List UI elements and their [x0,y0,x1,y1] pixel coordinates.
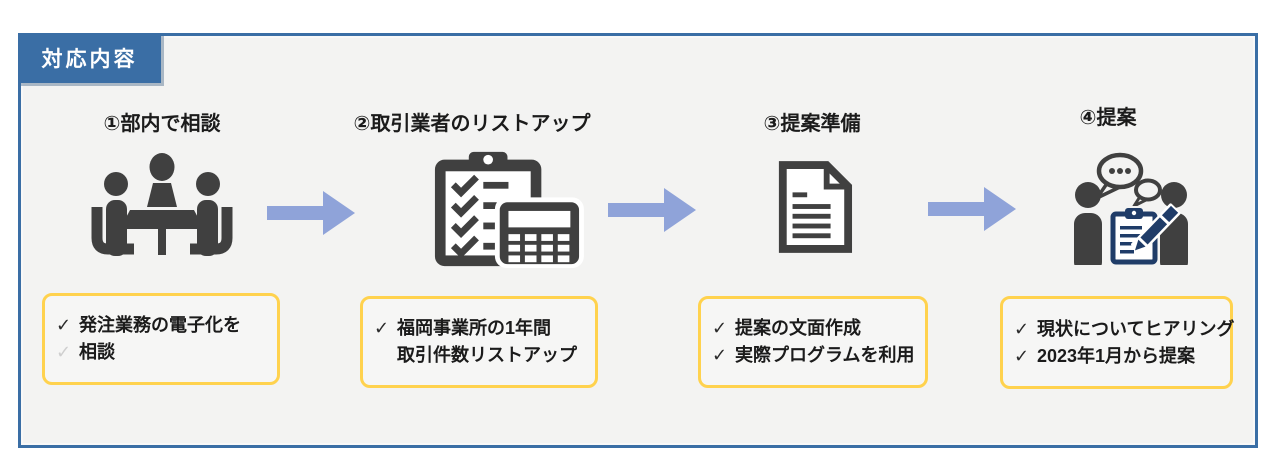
note-item-text: 現状についてヒアリング [1037,318,1235,339]
check-icon: ✓ [712,318,728,338]
check-icon: ✓ [1014,318,1030,339]
step2-note-box: ✓ 福岡事業所の1年間 取引件数リストアップ [360,296,598,388]
note-item: ✓ 発注業務の電子化を [56,312,269,339]
check-icon: ✓ [374,318,390,338]
step1-note-box: ✓ 発注業務の電子化を ✓ 相談 [42,293,280,385]
document-icon [778,161,853,253]
step3-note-box: ✓ 提案の文面作成 ✓ 実際プログラムを利用 [698,296,928,388]
section-header-label: 対応内容 [41,48,138,71]
note-item-text: 取引件数リストアップ [397,345,577,365]
arrow-right-icon [608,188,696,232]
step1-title: ①部内で相談 [103,113,221,135]
section-header: 対応内容 [18,33,161,83]
note-item: ✓ 福岡事業所の1年間 [374,315,587,342]
note-item: ✓ 2023年1月から提案 [1014,343,1222,370]
hearing-discussion-icon [1074,152,1188,265]
note-item-text: 2023年1月から提案 [1037,345,1196,366]
check-icon: ✓ [56,315,72,335]
note-item: 取引件数リストアップ [374,342,587,369]
step4-note-box: ✓ 現状についてヒアリング ✓ 2023年1月から提案 [1000,296,1234,389]
note-item-text: 福岡事業所の1年間 [397,318,552,338]
step3-title: ③提案準備 [763,113,861,135]
note-item-text: 実際プログラムを利用 [735,345,915,365]
note-item-text: 相談 [79,342,115,362]
clipboard-checklist-calculator-icon [434,151,584,268]
arrow-right-icon [928,187,1016,231]
check-icon: ✓ [1014,345,1030,366]
note-item-text: 提案の文面作成 [735,318,861,338]
check-icon-faint: ✓ [56,342,72,362]
arrow-right-icon [267,191,355,235]
step4-title: ④提案 [1079,107,1137,129]
note-item: ✓ 実際プログラムを利用 [712,342,917,369]
note-item: ✓ 相談 [56,339,269,366]
step2-title: ②取引業者のリストアップ [353,113,591,135]
note-item-text: 発注業務の電子化を [79,315,241,335]
note-item: ✓ 提案の文面作成 [712,315,917,342]
note-item: ✓ 現状についてヒアリング [1014,316,1234,343]
check-spacer [374,342,397,369]
meeting-icon [91,153,233,256]
check-icon: ✓ [712,345,728,365]
